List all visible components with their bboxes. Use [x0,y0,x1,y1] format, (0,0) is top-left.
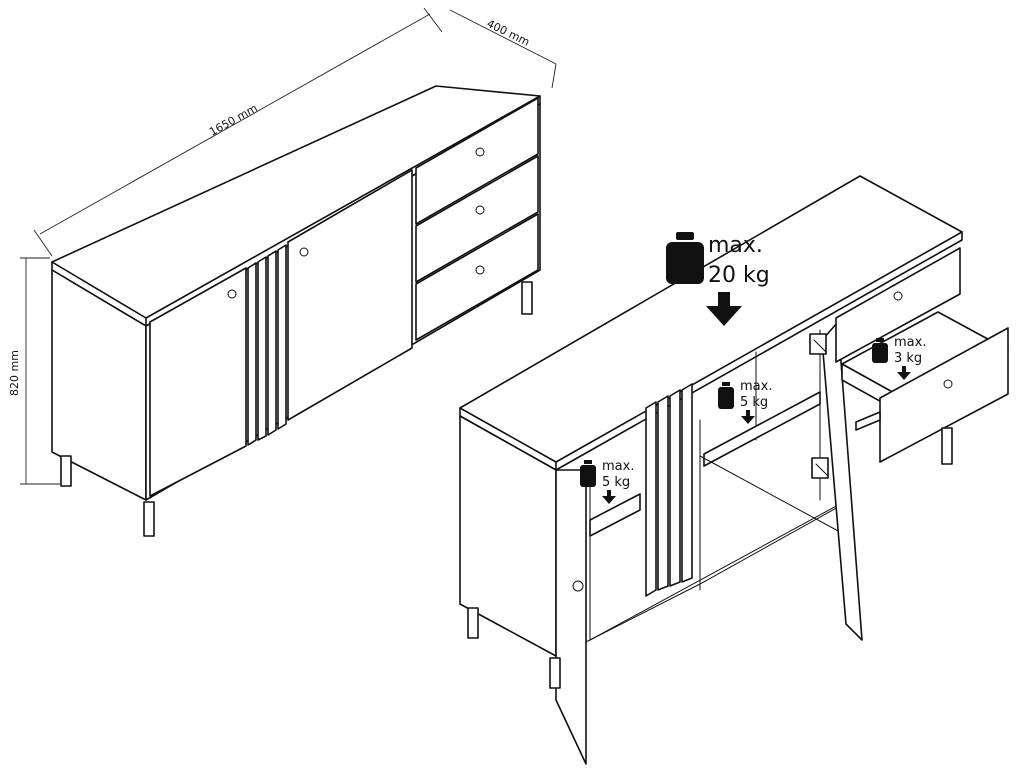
shelf-left-max-label: max. [602,459,634,474]
dimension-height: 820 mm [8,257,60,485]
weight-icon [718,382,734,409]
shelf-left-weight-label: 5 kg [602,475,630,490]
sideboard-closed-view: 1650 mm 400 mm 820 mm [8,7,557,537]
down-arrow-icon [706,292,742,326]
drawer-stack [415,97,539,341]
open-slat-panel [645,383,693,597]
right-door [287,169,413,421]
load-limit-drawer: max. 3 kg [872,335,926,380]
right-door-knob [299,247,309,257]
open-legs [467,427,953,689]
hinge-icon [809,333,829,479]
load-limit-shelf-middle: max. 5 kg [718,379,772,424]
load-limit-shelf-left: max. 5 kg [580,459,634,504]
drawer-weight-label: 3 kg [894,351,922,366]
dimension-depth: 400 mm [449,9,557,89]
height-label: 820 mm [8,350,21,396]
depth-label: 400 mm [485,17,532,49]
down-arrow-icon [897,366,911,380]
drawer-knob [943,379,953,389]
top-weight-label: 20 kg [708,263,770,288]
shelf-middle-max-label: max. [740,379,772,394]
left-door-knob [227,289,237,299]
drawer-max-label: max. [894,335,926,350]
top-max-label: max. [708,233,763,258]
slat-panel [247,244,287,446]
weight-icon [666,232,704,284]
drawer-knob [475,205,485,215]
open-door-knob [572,580,584,592]
weight-icon [580,460,596,487]
width-label: 1650 mm [207,102,260,139]
drawer-runner [855,411,881,431]
drawer-knob [893,291,903,301]
legs [60,281,533,537]
sideboard-open-view [459,175,1009,765]
down-arrow-icon [741,410,755,424]
open-left-door [555,469,587,765]
shelf-middle [703,391,821,467]
shelf-left [589,493,641,537]
pulled-drawer [841,311,1009,463]
open-top-drawer [835,247,961,363]
weight-icon [872,338,888,363]
shelf-middle-weight-label: 5 kg [740,395,768,410]
drawer-knob [475,147,485,157]
left-door [149,267,247,497]
open-right-door [821,321,863,641]
load-limit-top: max. 20 kg [666,232,770,326]
drawer-knob [475,265,485,275]
down-arrow-icon [602,490,616,504]
